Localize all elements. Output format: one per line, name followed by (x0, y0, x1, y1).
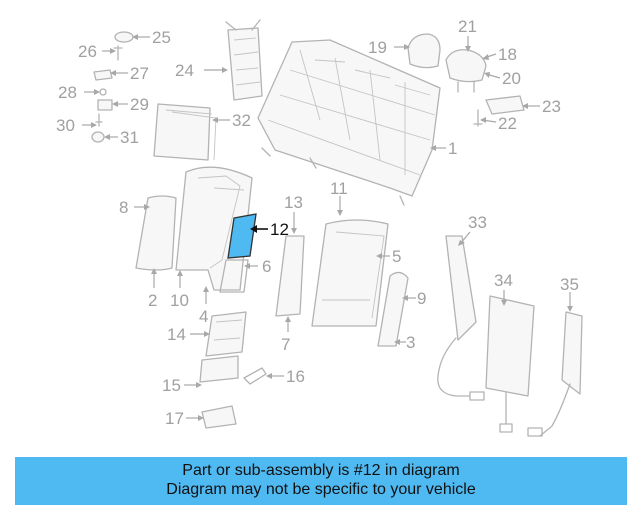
banner-line-2: Diagram may not be specific to your vehi… (166, 481, 476, 498)
headrest-side-part (445, 49, 487, 93)
callout-33: 33 (458, 213, 487, 246)
callout-6: 6 (244, 257, 271, 276)
callout-4-label: 4 (199, 307, 208, 326)
callout-30: 30 (56, 116, 97, 135)
callout-20-label: 20 (502, 69, 521, 88)
callout-27-label: 27 (130, 64, 149, 83)
callout-3-label: 3 (406, 333, 415, 352)
callout-27: 27 (110, 64, 149, 83)
callout-7-label: 7 (281, 335, 290, 354)
side-cover-part (377, 271, 409, 347)
highlighted-part-12 (227, 213, 257, 259)
callout-10-label: 10 (170, 291, 189, 310)
seat-frame-part (257, 39, 441, 206)
callout-22-label: 22 (498, 114, 517, 133)
seat-back-center-part (311, 219, 389, 327)
side-bolster-part (275, 235, 305, 317)
callout-31: 31 (104, 128, 139, 147)
seat-back-panel-part (175, 166, 253, 291)
callout-13-label: 13 (284, 193, 303, 212)
callout-8: 8 (119, 198, 150, 217)
callout-24: 24 (175, 61, 228, 80)
callout-21-label: 21 (458, 17, 477, 36)
callout-32: 32 (212, 111, 251, 130)
callout-35: 35 (560, 275, 579, 312)
callout-34: 34 (494, 271, 513, 306)
callout-17: 17 (165, 409, 204, 428)
seat-frame-lower-part (205, 311, 247, 357)
callout-2: 2 (148, 268, 157, 310)
callout-30-label: 30 (56, 116, 75, 135)
callout-1-label: 1 (448, 139, 457, 158)
callout-26: 26 (78, 42, 116, 61)
pocket-part (201, 405, 237, 429)
cushion-side-part (135, 195, 177, 271)
info-banner: Part or sub-assembly is #12 in diagram D… (15, 457, 627, 505)
callout-33-label: 33 (468, 213, 487, 232)
callout-5: 5 (376, 247, 401, 266)
banner-line-1: Part or sub-assembly is #12 in diagram (182, 462, 460, 479)
callout-25: 25 (132, 28, 171, 47)
latch-mechanism-part (225, 19, 263, 101)
callout-23: 23 (522, 97, 561, 116)
callout-11: 11 (330, 179, 348, 216)
callout-19-label: 19 (368, 38, 387, 57)
callout-12: 12 (250, 220, 289, 239)
callout-15: 15 (162, 376, 202, 395)
callout-14-label: 14 (167, 325, 186, 344)
callout-2-label: 2 (148, 291, 157, 310)
callout-10: 10 (170, 270, 189, 310)
base-part (199, 355, 239, 383)
callout-19: 19 (368, 38, 410, 57)
callout-28: 28 (58, 83, 100, 102)
headrest-part (407, 33, 441, 69)
callout-21: 21 (458, 17, 477, 52)
callout-7: 7 (281, 316, 291, 354)
callout-9: 9 (402, 289, 426, 308)
callout-14: 14 (167, 325, 210, 344)
callout-18-label: 18 (498, 45, 517, 64)
callout-23-label: 23 (542, 97, 561, 116)
callout-9-label: 9 (417, 289, 426, 308)
parts-diagram: 1 2 3 4 5 6 7 8 9 10 (56, 17, 583, 437)
bracket-part (485, 95, 525, 115)
callout-18: 18 (482, 45, 517, 64)
callout-6-label: 6 (262, 257, 271, 276)
callout-8-label: 8 (119, 198, 128, 217)
callout-16-label: 16 (286, 367, 305, 386)
callout-31-label: 31 (120, 128, 139, 147)
callout-20: 20 (484, 69, 521, 88)
callout-29: 29 (112, 95, 149, 114)
pad-part (153, 103, 217, 161)
callout-26-label: 26 (78, 42, 97, 61)
bolt-part (473, 109, 483, 127)
panel-part-6 (219, 259, 249, 293)
small-hardware-parts (91, 31, 134, 143)
callout-24-label: 24 (175, 61, 194, 80)
heater-mat-part-33 (437, 235, 485, 401)
callout-25-label: 25 (152, 28, 171, 47)
callout-1: 1 (430, 139, 457, 158)
callout-15-label: 15 (162, 376, 181, 395)
callout-4: 4 (199, 286, 209, 326)
heater-mat-part-34 (485, 295, 535, 433)
clip-part (243, 367, 267, 385)
callout-5-label: 5 (392, 247, 401, 266)
callout-35-label: 35 (560, 275, 579, 294)
callout-3: 3 (394, 333, 415, 352)
callout-16: 16 (266, 367, 305, 386)
callout-28-label: 28 (58, 83, 77, 102)
callout-17-label: 17 (165, 409, 184, 428)
heater-strip-part (527, 311, 583, 437)
callout-22: 22 (480, 114, 517, 133)
callout-32-label: 32 (232, 111, 251, 130)
callout-34-label: 34 (494, 271, 513, 290)
callout-29-label: 29 (130, 95, 149, 114)
callout-11-label: 11 (330, 179, 348, 198)
callout-13: 13 (284, 193, 303, 234)
callout-12-label: 12 (270, 220, 289, 239)
